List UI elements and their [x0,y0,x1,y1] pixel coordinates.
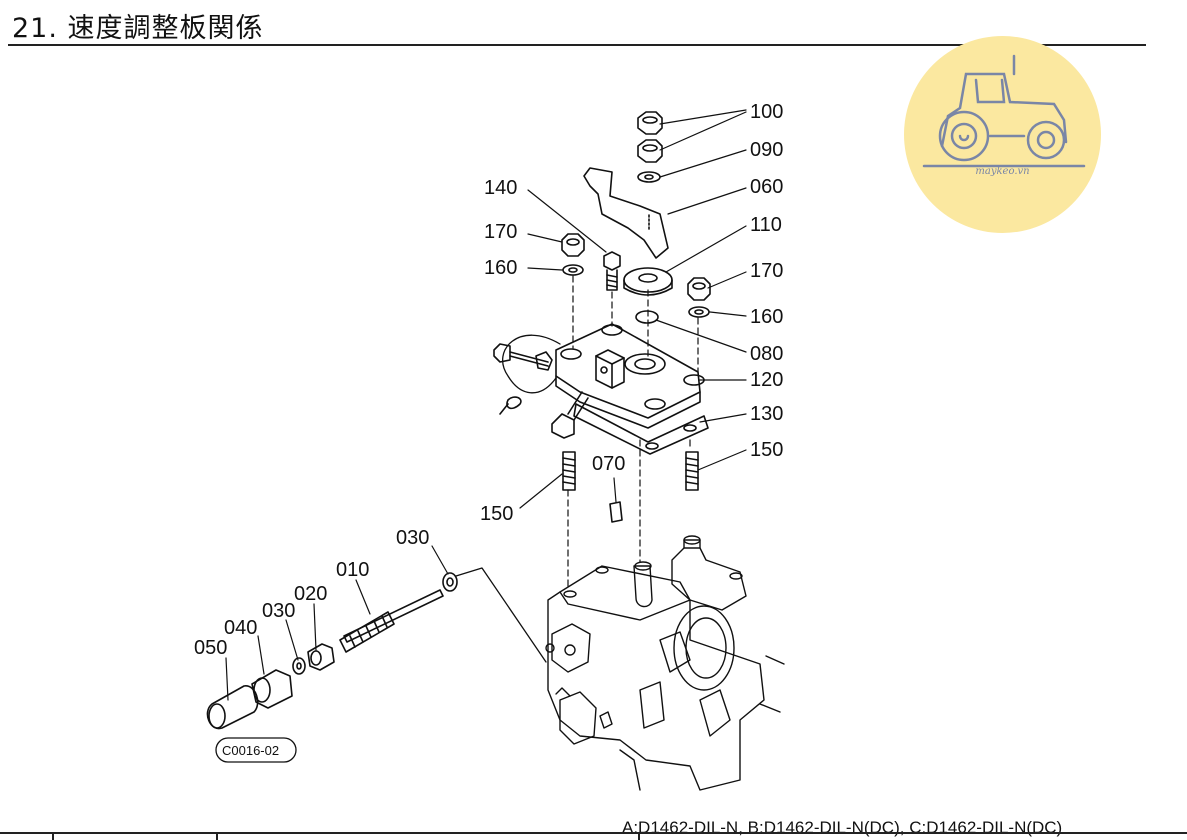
lever-060 [583,167,669,259]
nut-170-left [561,233,585,257]
nut-100-lower [637,139,663,163]
key-070 [609,501,623,523]
gasket-130 [573,403,709,455]
callout-140: 140 [484,177,517,199]
table-column-divider [638,832,640,840]
engine-housing [545,535,785,791]
tractor-icon [922,54,1086,168]
o-ring-080 [635,310,659,324]
callout-070: 070 [592,453,625,475]
callout-130: 130 [750,403,783,425]
callout-080: 080 [750,343,783,365]
speed-control-plate-120 [493,323,705,439]
nut-170-right [687,277,711,301]
nut-100-upper [637,111,663,135]
callout-020: 020 [294,583,327,605]
callout-010: 010 [336,559,369,581]
callout-060: 060 [750,176,783,198]
watermark-logo: maykeo.vn [904,36,1101,233]
stud-150-left [562,451,576,491]
cap-050 [206,685,259,730]
callout-110: 110 [750,214,782,236]
callout-150-left: 150 [480,503,513,525]
page-title: 21. 速度調整板関係 [12,13,264,44]
callout-170-left: 170 [484,221,517,243]
bottom-table-rule [0,832,1187,834]
callout-100: 100 [750,101,783,123]
drawing-code: C0016-02 [222,743,279,758]
nut-020 [307,643,335,671]
washer-030-lower [292,657,306,675]
callout-050: 050 [194,637,227,659]
callout-160-right: 160 [750,306,783,328]
table-column-divider [52,832,54,840]
adjust-bolt-010 [339,589,444,653]
callout-090: 090 [750,139,783,161]
table-column-divider [216,832,218,840]
washer-090 [637,171,661,183]
callout-030-upper: 030 [396,527,429,549]
callout-030-lower: 030 [262,600,295,622]
callout-040: 040 [224,617,257,639]
callout-150-right: 150 [750,439,783,461]
washer-160-left [562,264,584,276]
title-underline [8,44,1146,46]
applicable-models-note: A:D1462-DIL-N, B:D1462-DIL-N(DC), C:D146… [622,818,1063,837]
stud-150-right [685,451,699,491]
washer-160-right [688,306,710,318]
logo-text: maykeo.vn [975,166,1030,177]
callout-160-left: 160 [484,257,517,279]
washer-030-upper [442,572,458,592]
callout-120: 120 [750,369,783,391]
callout-170-right: 170 [750,260,783,282]
bolt-140 [603,251,621,291]
drawing-code-box [215,737,297,763]
